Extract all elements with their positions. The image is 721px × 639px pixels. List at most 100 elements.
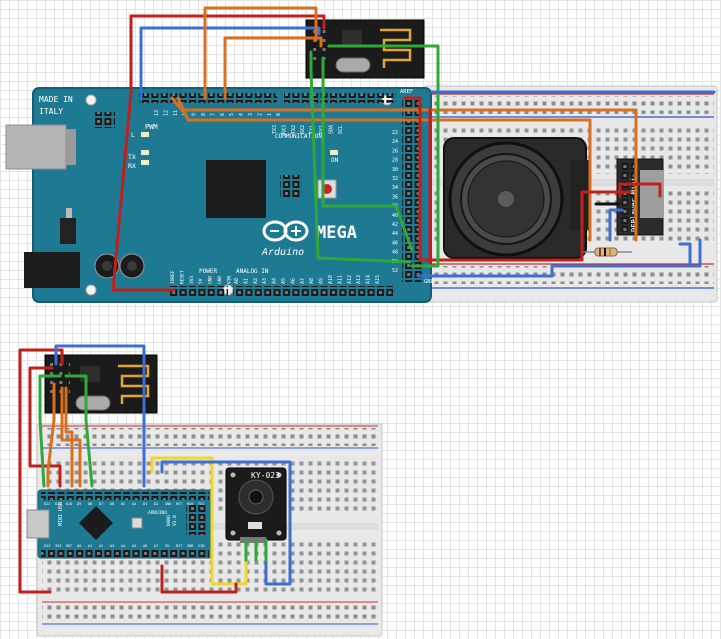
- pin-label: TX3: [272, 125, 278, 134]
- communication-label: COMMUNICATION: [275, 133, 322, 140]
- wire-green: [64, 374, 94, 488]
- digital-header-top[interactable]: [139, 93, 277, 103]
- pin-label: 28: [392, 158, 398, 164]
- pin-label: A8: [309, 278, 315, 284]
- pin-label: 24: [392, 139, 398, 145]
- pin-label: 0: [276, 113, 282, 116]
- nrf24-module-bottom: [44, 354, 158, 414]
- speaker: [443, 137, 590, 259]
- wire-orange: [64, 386, 74, 488]
- pin-label: A7: [300, 278, 306, 284]
- pin-label: SCL: [338, 125, 344, 134]
- pwm-label: PWM: [145, 123, 158, 131]
- pin-label: TX2: [291, 125, 297, 134]
- wire-blue: [678, 242, 692, 268]
- pin-label: 9: [192, 113, 198, 116]
- wire-orange: [203, 6, 318, 100]
- wire-yellow: [150, 456, 248, 586]
- pin-label: GND: [208, 276, 214, 284]
- nano-version-label: V3.0: [172, 515, 178, 526]
- gnd-label: GND: [424, 279, 434, 285]
- pin-label: 8: [201, 113, 207, 116]
- wire-blue: [54, 344, 146, 488]
- pin-label: A12: [347, 275, 353, 284]
- pin-label: A15: [375, 275, 381, 284]
- pin-label: A9: [319, 278, 325, 284]
- nano-label: NANO: [166, 515, 172, 526]
- wire-green: [327, 44, 440, 268]
- pin-label: 30: [392, 167, 398, 173]
- nano-usb-label: MINI USB: [58, 502, 64, 526]
- pin-label: A3: [110, 544, 114, 548]
- pin-label: D12: [44, 502, 50, 506]
- wire-red: [18, 348, 64, 594]
- pin-label: RX2: [300, 125, 306, 134]
- wire-blue: [608, 208, 624, 242]
- pin-label: A4: [272, 278, 278, 284]
- pin-label: D8: [88, 502, 92, 506]
- wire-green: [321, 56, 414, 252]
- pin-label: GND: [217, 276, 223, 284]
- resistor: [582, 247, 632, 257]
- made-in-label: MADE IN: [39, 95, 73, 104]
- wire-red: [403, 96, 632, 262]
- pin-label: A1: [243, 278, 249, 284]
- wire-red: [28, 366, 62, 488]
- wire-red: [111, 14, 326, 292]
- pin-label: RX3: [281, 125, 287, 134]
- pin-label: A3: [262, 278, 268, 284]
- wire-orange: [223, 36, 323, 100]
- wire-green: [309, 50, 412, 264]
- analog-header[interactable]: [233, 286, 393, 296]
- pin-label: A5: [281, 278, 287, 284]
- pin-label: A7: [154, 544, 158, 548]
- joystick-label: KY-023: [251, 471, 280, 480]
- pin-label: 4: [239, 113, 245, 116]
- nano-usb-port: [26, 509, 50, 539]
- pin-label: RESET: [179, 270, 185, 284]
- pin-label: 52: [392, 268, 398, 274]
- pin-label: 48: [392, 250, 398, 256]
- wire-orange: [170, 96, 638, 242]
- pin-label: D3: [143, 502, 147, 506]
- wire-red: [618, 182, 662, 198]
- joystick-module: KY-023: [225, 467, 287, 543]
- pin-label: A14: [366, 275, 372, 284]
- wire-blue: [160, 460, 292, 586]
- arduino-mega: MADE IN ITALY PWM TX RX L ON COMMUNICATI…: [5, 87, 434, 303]
- pin-label: 1: [267, 113, 273, 116]
- comm-header-top[interactable]: [284, 93, 396, 103]
- dfplayer-mini: DFPlayer Mini: [616, 158, 664, 236]
- made-in-italy-label: ITALY: [39, 107, 63, 116]
- wire-blue: [139, 26, 321, 100]
- pin-label: D13: [44, 544, 50, 548]
- pin-label: 13: [154, 110, 160, 116]
- pin-label: RX0: [187, 502, 193, 506]
- pin-label: 6: [220, 113, 226, 116]
- pin-label: A6: [290, 278, 296, 284]
- pin-label: 3: [248, 113, 254, 116]
- wire-red: [160, 564, 238, 594]
- pin-label: 11: [173, 110, 179, 116]
- arduino-brand-label: Arduino: [261, 247, 304, 258]
- power-header[interactable]: [168, 286, 228, 296]
- pin-label: D6: [110, 502, 114, 506]
- pin-label: D5: [121, 502, 125, 506]
- wires-bottom: [18, 344, 292, 594]
- pin-label: 44: [392, 231, 398, 237]
- pin-label: A0: [77, 544, 81, 548]
- pin-label: TX1: [198, 502, 204, 506]
- pin-label: VIN: [198, 544, 204, 548]
- pin-label: A2: [99, 544, 103, 548]
- pin-label: RST: [176, 544, 183, 548]
- tx-label: TX: [128, 153, 136, 161]
- pin-label: GND: [165, 502, 171, 506]
- pin-label: 5: [229, 113, 235, 116]
- pin-label: IOREF: [170, 270, 176, 284]
- wire-green: [38, 374, 62, 488]
